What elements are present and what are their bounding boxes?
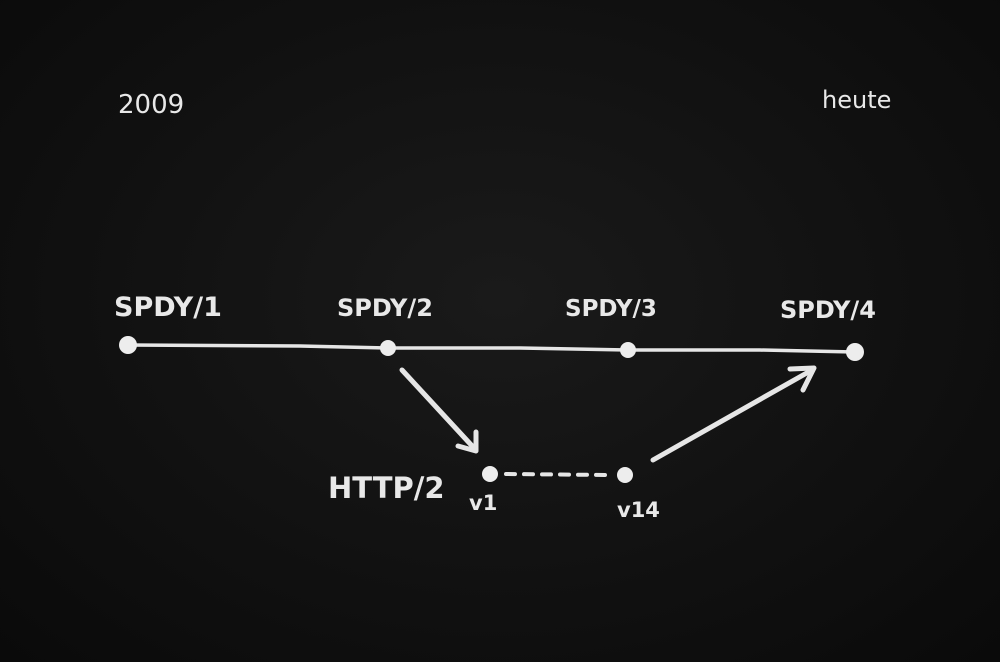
spdy-version-dot [380, 340, 396, 356]
http2-draft-dot [617, 467, 633, 483]
timeline-start-label: 2009 [118, 90, 184, 120]
spdy-version-dot [620, 342, 636, 358]
arrow-http2-to-spdy4 [650, 365, 817, 463]
spdy-version-dot [846, 343, 864, 361]
spdy-version-dot [119, 336, 137, 354]
spdy-timeline-line [126, 343, 857, 354]
http2-label: HTTP/2 [328, 471, 445, 505]
timeline-end-label: heute [822, 86, 891, 114]
spdy-version-label: SPDY/4 [780, 296, 876, 324]
http2-draft-dot [482, 466, 498, 482]
spdy-version-label: SPDY/1 [114, 292, 222, 323]
spdy-version-label: SPDY/2 [337, 294, 433, 322]
http2-first-draft-label: v1 [469, 491, 497, 515]
http2-last-draft-label: v14 [617, 498, 660, 522]
http2-drafts-dashed-line [504, 472, 612, 477]
spdy-version-label: SPDY/3 [565, 296, 657, 322]
arrow-spdy2-to-http2 [399, 367, 479, 454]
